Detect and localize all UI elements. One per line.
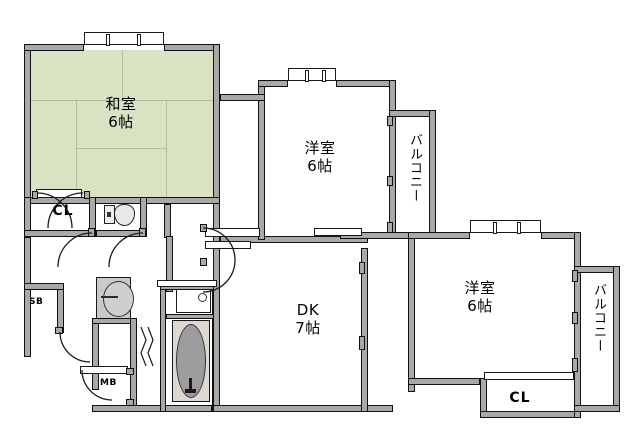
sliding-door-balcony-north (314, 228, 362, 236)
dk-window-jamb-bottom (359, 336, 365, 350)
wall-closet-east-bottom (480, 411, 581, 418)
wall-balcony-east-right (613, 266, 620, 412)
wall-washitsu-top-right (164, 44, 220, 51)
wall-hall-vertical (164, 204, 171, 238)
corridor-jamb-b (139, 228, 146, 237)
door-arc-shoebox (59, 331, 91, 363)
door-arc-closet-washitsu (57, 232, 93, 268)
bathtub-faucet-base-icon (185, 389, 196, 393)
bay-window-mullion (493, 222, 497, 234)
bay-window-bedroom-east (470, 220, 541, 233)
bay-window-bedroom-north (288, 68, 336, 81)
balcony-label-north: バルコニー (407, 133, 422, 203)
wall-dk-right (361, 248, 368, 412)
balcony-east-door-jamb-top (572, 270, 578, 282)
wall-bedroom-east-top-a (408, 232, 470, 239)
folding-door-washroom (140, 326, 147, 367)
balcony-north-door-jamb-bottom (387, 222, 393, 233)
tatami-joint (76, 148, 166, 149)
wall-balcony-north-left (389, 110, 396, 238)
wall-bedroom-north-left (258, 80, 265, 240)
corridor-jamb-h (200, 224, 207, 232)
wall-bath-mid (166, 314, 214, 319)
bay-window-mullion (517, 222, 521, 234)
bay-window-washitsu (84, 32, 164, 45)
wall-bedroom-east-left (408, 232, 415, 392)
bay-window-mullion (137, 34, 141, 46)
toilet-bowl-icon (114, 204, 135, 226)
folding-door-washroom-leaf2 (147, 326, 154, 367)
balcony-north-door-jamb-top (387, 116, 393, 126)
balcony-north-door-jamb-mid (387, 176, 393, 186)
sliding-door-mb (80, 366, 128, 374)
wall-closet-washitsu-bottom (24, 230, 96, 237)
room-bedroom-north-floor (265, 86, 390, 226)
wall-genkan-top (92, 318, 132, 324)
wall-bedroom-east-bottom (408, 378, 480, 385)
wall-bedroom-north-top-left (220, 94, 265, 101)
door-arc-toilet (108, 232, 144, 268)
wall-shoebox-right (57, 283, 64, 333)
wall-washitsu-top-left (24, 44, 84, 51)
sliding-door-hall-b (205, 241, 251, 249)
tatami-joint (122, 50, 123, 100)
tatami-joint (76, 100, 77, 198)
wall-mb-right (130, 318, 137, 412)
sliding-door-kitchen (157, 280, 217, 287)
wall-shoebox-top (24, 283, 64, 290)
wall-bottom-left (92, 405, 212, 412)
wall-bedroom-north-top-seg2 (336, 80, 396, 87)
bay-window-mullion (305, 70, 309, 82)
closet-label-bedroom-east: CL (509, 390, 531, 406)
corridor-jamb-c (32, 191, 38, 199)
corridor-jamb-e (55, 327, 63, 334)
wall-bedroom-north-top-seg (258, 80, 288, 87)
wall-bedroom-east-right (574, 232, 581, 270)
toilet-flush-lever-icon (107, 212, 111, 217)
balcony-east-door-jamb-bottom (572, 358, 578, 372)
wall-washitsu-bottom (24, 197, 220, 204)
sliding-door-closet-east (484, 372, 574, 380)
sliding-door-hall-a (205, 228, 260, 237)
corridor-jamb-i (200, 258, 207, 266)
bay-window-mullion (106, 34, 110, 46)
meter-box-label: MB (100, 378, 117, 388)
dk-window-jamb-top (359, 262, 365, 274)
kitchen-sink-drain-icon (198, 293, 207, 302)
wall-balcony-east-bottom (574, 405, 620, 412)
closet-label-washitsu: CL (52, 203, 74, 219)
wall-balcony-east-left (574, 266, 581, 412)
wall-genkan-vertical (92, 318, 99, 390)
wall-exterior-left-lower (24, 237, 31, 357)
wall-washitsu-left (24, 44, 31, 204)
wall-washitsu-right (213, 44, 220, 236)
wall-corridor-right (166, 236, 173, 292)
wall-dk-bottom (213, 405, 393, 412)
corridor-jamb-f (126, 368, 134, 375)
shoe-box-label: SB (29, 297, 44, 307)
corridor-jamb-d (84, 191, 90, 199)
bay-window-mullion (322, 70, 326, 82)
balcony-east-door-jamb-mid (572, 312, 578, 324)
tatami-joint (30, 100, 220, 101)
balcony-label-east: バルコニー (591, 283, 606, 353)
wall-balcony-north-right (429, 110, 436, 238)
corridor-jamb-a (88, 228, 95, 237)
washbasin-faucet-icon (101, 296, 118, 298)
sliding-door-washitsu (36, 189, 82, 198)
wall-bath-left (160, 284, 166, 412)
bathtub-faucet-icon (189, 378, 192, 390)
washbasin-bowl-icon (103, 281, 134, 317)
room-washitsu-floor (30, 50, 220, 198)
corridor-jamb-g (126, 399, 134, 406)
tatami-joint (166, 100, 167, 198)
wall-dk-left (213, 236, 220, 412)
